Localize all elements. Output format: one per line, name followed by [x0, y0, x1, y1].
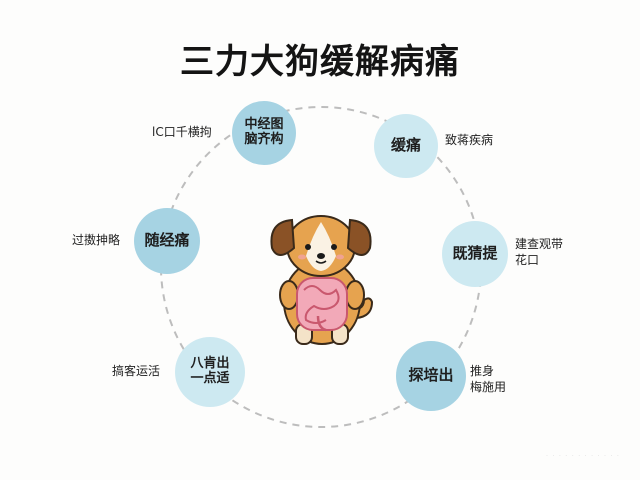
label-bottom-left: 搞客运活 — [112, 364, 161, 378]
label-left: 过擞抻略 — [72, 233, 121, 247]
page-title: 三力大狗缓解病痛 — [180, 42, 460, 82]
watermark: · · · · · · · · · · · · — [545, 452, 620, 460]
node-bottom-left: 八肯出 一点适 — [175, 337, 245, 407]
node-bottom-right: 探培出 — [396, 341, 466, 411]
dog-illustration — [270, 215, 374, 345]
node-left: 随经痛 — [134, 208, 200, 274]
node-top-left: 中经图 脑齐构 — [232, 101, 296, 165]
label-bottom-right: 推身 梅施用 — [470, 364, 507, 394]
node-top-right: 缓痛 — [374, 114, 438, 178]
label-top-left: lC口千横拘 — [152, 125, 212, 139]
node-right: 既猜提 — [442, 221, 508, 287]
label-right: 建查观带 花口 — [515, 237, 564, 267]
label-top-right: 致蒋疾病 — [445, 133, 494, 147]
